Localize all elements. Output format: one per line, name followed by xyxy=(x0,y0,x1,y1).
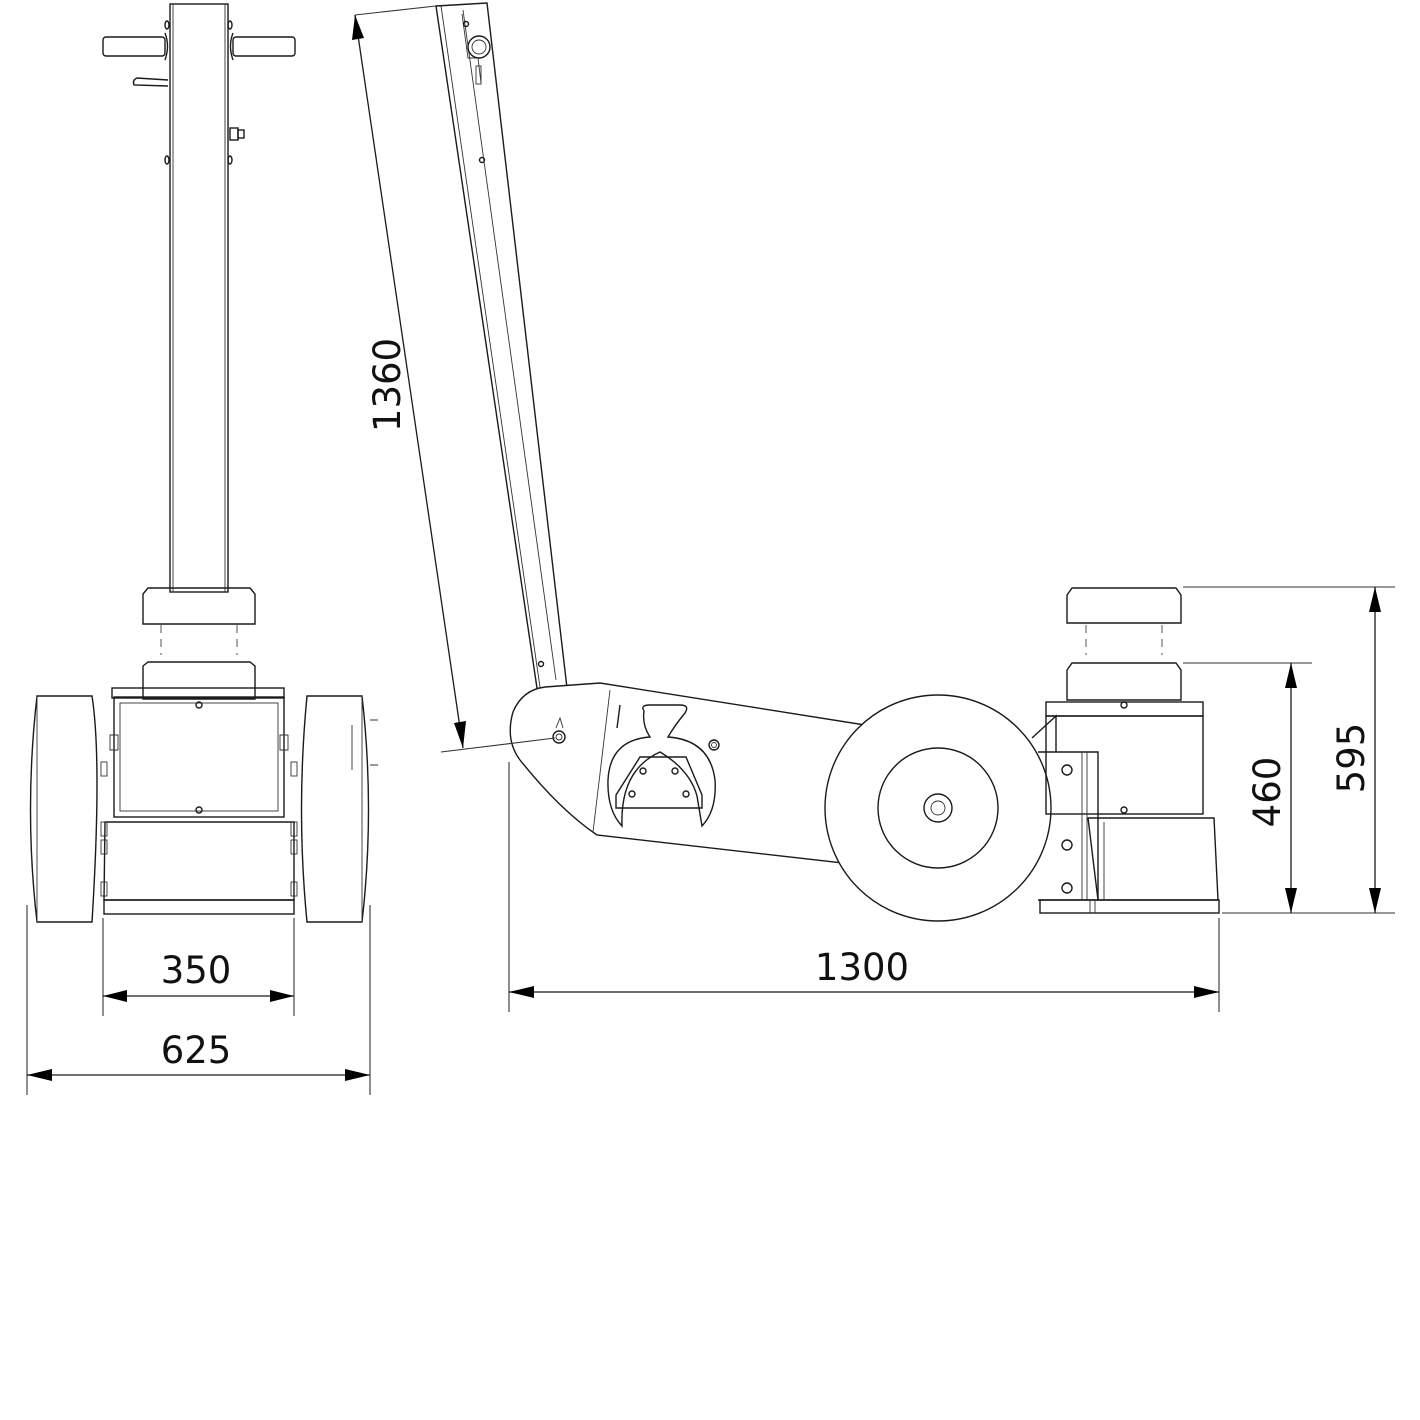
dimension-label-625: 625 xyxy=(161,1029,232,1072)
handle-tube xyxy=(102,3,296,593)
dimension-460: 460 xyxy=(1183,662,1395,914)
lift-cylinder xyxy=(1031,587,1220,914)
dimension-1300: 1300 xyxy=(508,762,1220,1012)
dimension-625: 625 xyxy=(26,905,371,1095)
dimension-label-350: 350 xyxy=(161,949,232,992)
front-view: 350 625 xyxy=(26,3,378,1095)
wheel-right xyxy=(300,695,378,923)
chassis-arm xyxy=(509,682,866,866)
dimension-1360: 1360 xyxy=(352,5,556,753)
dimension-595: 595 xyxy=(1183,586,1395,913)
saddle-lowered xyxy=(142,661,256,700)
side-view: 1360 1300 460 595 xyxy=(352,2,1395,1012)
dimension-label-1360: 1360 xyxy=(366,338,409,432)
jack-body xyxy=(100,687,298,915)
side-handle xyxy=(435,2,568,696)
dimension-label-595: 595 xyxy=(1330,723,1373,794)
wheel-left xyxy=(29,695,98,923)
dimension-label-460: 460 xyxy=(1246,757,1289,828)
dimension-label-1300: 1300 xyxy=(815,946,909,989)
dimension-350: 350 xyxy=(102,918,295,1016)
side-wheel xyxy=(824,694,1052,922)
saddle-raised xyxy=(142,587,256,655)
